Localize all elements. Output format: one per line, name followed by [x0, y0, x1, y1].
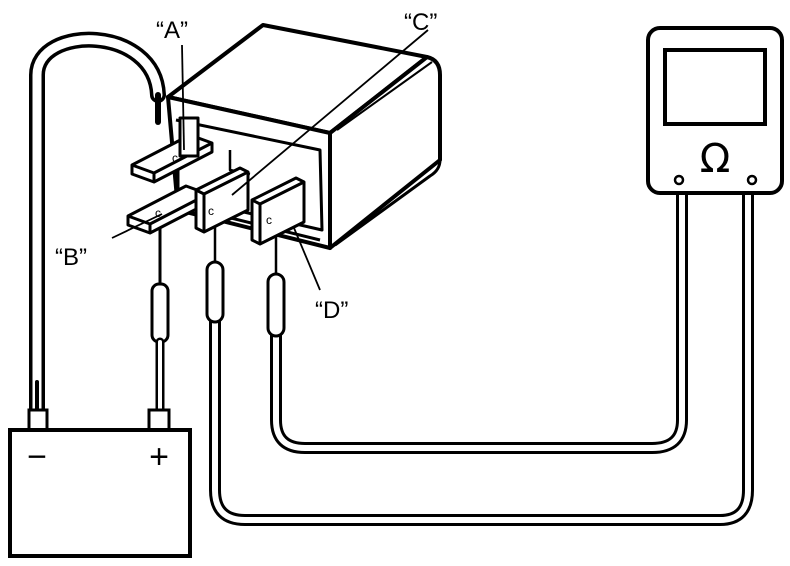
terminal-d: c: [250, 176, 306, 246]
wire-battery-negative-to-a: [29, 31, 166, 418]
leader-lines: [111, 29, 429, 291]
label-a: “A”: [156, 17, 188, 44]
meter-jack-left: [673, 174, 685, 186]
terminal-a-mark: c: [172, 151, 178, 165]
terminal-b-mark: c: [155, 206, 161, 220]
terminal-c: c: [194, 166, 250, 234]
meter-jack-right: [746, 174, 758, 186]
ohm-icon: Ω: [700, 136, 731, 182]
label-c: “C”: [404, 9, 437, 36]
probe-d: [266, 236, 286, 338]
label-b: “B”: [55, 244, 87, 271]
wire-probe-c-to-meter: [209, 190, 754, 526]
battery-positive-sign: +: [149, 438, 169, 476]
wire-battery-positive-to-b: [150, 226, 170, 415]
ohmmeter: Ω: [646, 26, 784, 195]
terminal-d-mark: c: [266, 213, 272, 227]
battery: − +: [8, 408, 192, 558]
label-d: “D”: [315, 297, 348, 324]
wire-probe-d-to-meter: [270, 190, 688, 454]
terminal-c-mark: c: [208, 204, 214, 218]
battery-negative-sign: −: [27, 438, 47, 476]
probe-c: [205, 226, 225, 324]
